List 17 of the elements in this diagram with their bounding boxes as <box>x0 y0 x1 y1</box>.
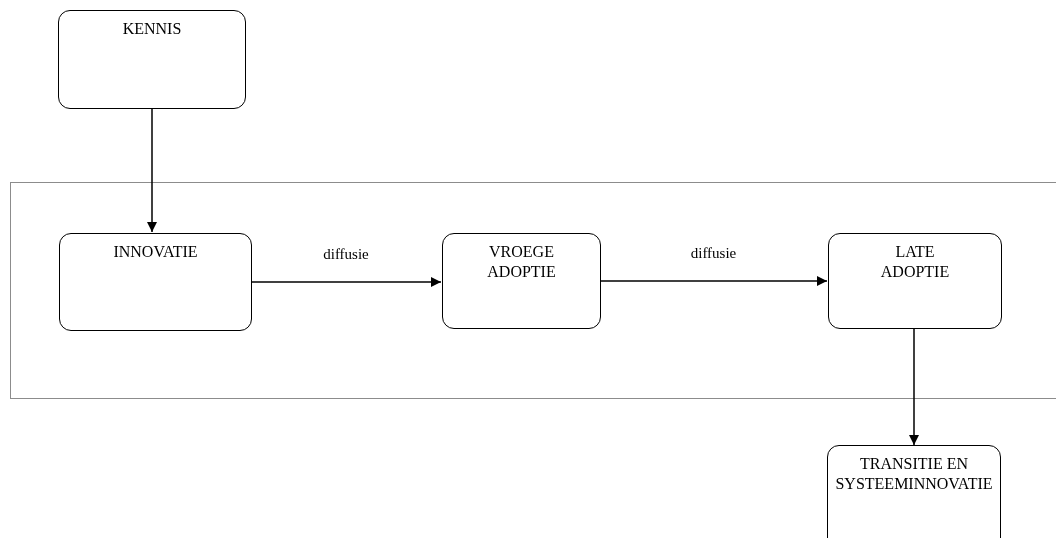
box-label: TRANSITIE EN SYSTEEMINNOVATIE <box>834 454 994 494</box>
arrow <box>147 108 157 233</box>
group-frame <box>10 182 1056 399</box>
box-label: LATE ADOPTIE <box>879 242 951 282</box>
process-box <box>828 233 1002 329</box>
box-label: VROEGE ADOPTIE <box>486 242 557 282</box>
process-box <box>827 445 1001 538</box>
arrow <box>599 276 828 286</box>
edge-label: diffusie <box>690 245 737 262</box>
box-label: INNOVATIE <box>112 242 199 262</box>
arrow <box>909 327 919 446</box>
process-box <box>442 233 601 329</box>
arrow <box>250 277 442 287</box>
box-label: KENNIS <box>121 19 183 39</box>
process-box <box>59 233 252 331</box>
edge-label: diffusie <box>323 246 369 263</box>
process-box <box>58 10 246 109</box>
